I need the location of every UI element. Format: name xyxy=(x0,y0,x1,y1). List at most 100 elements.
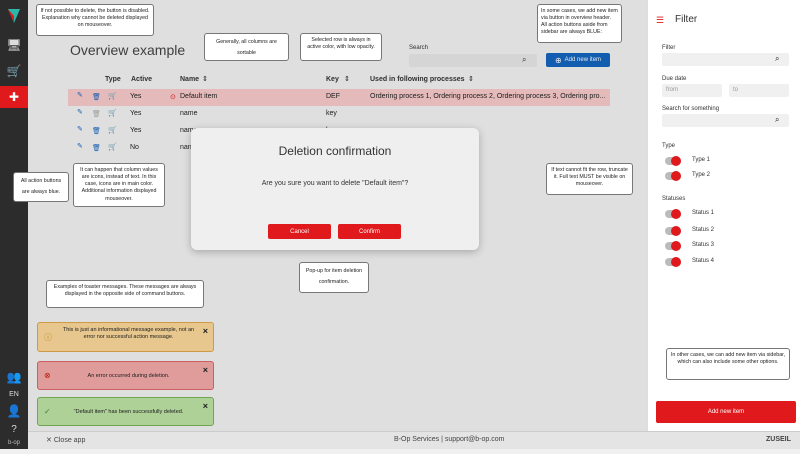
cell-active: Yes xyxy=(130,110,142,117)
cell-active: Yes xyxy=(130,93,142,100)
cancel-button[interactable]: Cancel xyxy=(268,224,331,239)
app-logo-icon xyxy=(0,4,28,28)
add-new-item-button[interactable]: ⊕Add new item xyxy=(546,53,610,67)
table-row[interactable]: ✎ 🗑 🛒 Yes name key xyxy=(68,106,610,123)
delete-icon[interactable]: 🗑 xyxy=(92,145,101,152)
callout-truncate: If text cannot fit the row, truncate it.… xyxy=(546,163,633,195)
col-header-processes[interactable]: Used in following processes xyxy=(370,76,465,83)
status-3-label: Status 3 xyxy=(692,242,715,248)
sort-icon[interactable]: ⇕ xyxy=(344,76,350,83)
status-3-toggle[interactable] xyxy=(665,241,681,251)
close-app-button[interactable]: ✕ Close app xyxy=(46,437,86,444)
users-icon[interactable]: 👥 xyxy=(6,370,22,384)
profile-icon[interactable]: 👤 xyxy=(6,404,22,418)
edit-icon[interactable]: ✎ xyxy=(77,143,83,150)
sidebar-nav: 🖥 🛒 ✚ 👥 EN 👤 ? b-op xyxy=(0,0,28,449)
search-label: Search xyxy=(409,45,429,51)
statuses-label: Statuses xyxy=(662,196,686,202)
sort-icon[interactable]: ⇕ xyxy=(468,76,474,83)
cell-name: name xyxy=(180,127,198,134)
language-switch[interactable]: EN xyxy=(9,390,19,398)
cell-active: Yes xyxy=(130,127,142,134)
callout-selected-row: Selected row is always in active color, … xyxy=(300,33,382,61)
col-header-type[interactable]: Type xyxy=(105,76,121,83)
search-input[interactable] xyxy=(409,54,537,67)
status-2-toggle[interactable] xyxy=(665,226,681,236)
cart-icon: 🛒 xyxy=(108,127,117,134)
type-1-label: Type 1 xyxy=(692,157,711,163)
deletion-modal: Deletion confirmation Are you sure you w… xyxy=(191,128,479,250)
search-icon: ⌕ xyxy=(522,55,527,64)
confirm-button[interactable]: Confirm xyxy=(338,224,401,239)
monitor-icon[interactable]: 🖥 xyxy=(6,38,22,52)
cart-icon: 🛒 xyxy=(108,144,117,151)
close-icon[interactable]: × xyxy=(202,365,208,375)
filter-input[interactable] xyxy=(662,53,789,66)
toast-error: ⊗ An error occurred during deletion. × xyxy=(37,361,214,390)
col-header-active[interactable]: Active xyxy=(131,76,153,83)
table-row[interactable]: ✎ 🗑 🛒 Yes ⊙ Default item DEF Ordering pr… xyxy=(68,89,610,106)
cell-name: nan xyxy=(180,144,192,151)
cart-icon: 🛒 xyxy=(108,93,117,100)
col-header-key[interactable]: Key xyxy=(326,76,339,83)
close-icon[interactable]: × xyxy=(202,401,208,411)
toast-success: ✓ "Default item" has been successfully d… xyxy=(37,397,214,426)
modal-message: Are you sure you want to delete "Default… xyxy=(261,180,409,187)
toast-info: ⓘ This is just an informational message … xyxy=(37,322,214,352)
sidebar-add-new-item-button[interactable]: Add new item xyxy=(656,401,796,423)
filter-label: Filter xyxy=(662,45,676,51)
search-something-input[interactable] xyxy=(662,114,789,127)
type-1-toggle[interactable] xyxy=(665,156,681,166)
search-something-label: Search for something xyxy=(662,106,720,112)
plus-circle-icon: ⊕ xyxy=(554,55,562,65)
status-1-toggle[interactable] xyxy=(665,209,681,219)
delete-icon[interactable]: 🗑 xyxy=(92,128,101,135)
pin-icon: ⊙ xyxy=(170,94,176,101)
cell-key: key xyxy=(326,110,337,117)
cell-processes: Ordering process 1, Ordering process 2, … xyxy=(370,93,606,100)
search-icon: ⌕ xyxy=(775,115,780,124)
cell-name: name xyxy=(180,110,198,117)
type-2-label: Type 2 xyxy=(692,172,711,178)
medical-case-icon[interactable]: ✚ xyxy=(0,86,28,108)
status-1-label: Status 1 xyxy=(692,210,715,216)
edit-icon[interactable]: ✎ xyxy=(77,109,83,116)
sort-icon[interactable]: ⇕ xyxy=(202,76,208,83)
page-title: Overview example xyxy=(70,42,186,58)
callout-disabled-delete: If not possible to delete, the button is… xyxy=(36,4,154,36)
cell-key: DEF xyxy=(326,93,340,100)
type-2-toggle[interactable] xyxy=(665,171,681,181)
cart-icon[interactable]: 🛒 xyxy=(6,64,22,78)
callout-popup: Pop-up for item deletion confirmation. xyxy=(299,262,369,293)
col-header-name[interactable]: Name xyxy=(180,76,200,83)
help-icon[interactable]: ? xyxy=(11,423,17,435)
type-label: Type xyxy=(662,143,676,149)
delete-icon[interactable]: 🗑 xyxy=(92,94,101,101)
b-op-logo: b-op xyxy=(7,440,20,446)
edit-icon[interactable]: ✎ xyxy=(77,126,83,133)
table-row[interactable]: ✎ 🗑 🛒 No nan xyxy=(68,140,610,157)
callout-actions-blue: All action buttons are always blue. xyxy=(13,172,69,202)
due-date-label: Due date xyxy=(662,76,687,82)
search-icon: ⌕ xyxy=(775,54,780,63)
due-to-input[interactable]: to xyxy=(729,84,789,97)
callout-icon-values: It can happen that column values are ico… xyxy=(73,163,165,207)
callout-toasts: Examples of toaster messages. These mess… xyxy=(46,280,204,308)
close-icon[interactable]: × xyxy=(202,326,208,336)
callout-add-header: In some cases, we add new item via butto… xyxy=(537,4,622,43)
due-from-input[interactable]: from xyxy=(662,84,722,97)
edit-icon[interactable]: ✎ xyxy=(77,92,83,99)
error-icon: ⊗ xyxy=(44,371,51,380)
menu-icon[interactable]: ☰ xyxy=(656,15,665,25)
footer: ✕ Close app B-Op Services | support@b-op… xyxy=(28,431,800,449)
check-circle-icon: ✓ xyxy=(44,407,51,416)
filter-title: Filter xyxy=(675,14,698,25)
cart-icon: 🛒 xyxy=(108,110,117,117)
footer-contact: B-Op Services | support@b-op.com xyxy=(394,436,505,443)
close-icon: ✕ xyxy=(46,437,54,444)
cell-name: Default item xyxy=(180,93,218,100)
callout-sortable: Generally, all columns are sortable xyxy=(204,33,289,61)
status-4-toggle[interactable] xyxy=(665,257,681,267)
brand-logo: ZUSEIL xyxy=(766,436,791,443)
status-2-label: Status 2 xyxy=(692,227,715,233)
